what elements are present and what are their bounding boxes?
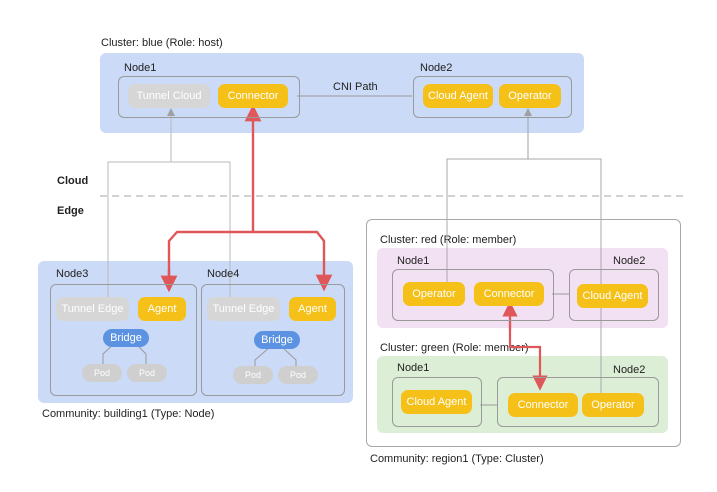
green-node1-box — [392, 377, 482, 427]
cloud-agent-chip-red[interactable]: Cloud Agent — [577, 284, 648, 308]
edge-section-label: Edge — [57, 205, 84, 217]
red-node1-label: Node1 — [397, 255, 430, 267]
tunnel-edge-chip-node3[interactable]: Tunnel Edge — [56, 297, 129, 321]
cni-path-label: CNI Path — [333, 81, 378, 93]
bridge-chip-node3[interactable]: Bridge — [103, 329, 149, 347]
cloud-agent-chip-blue[interactable]: Cloud Agent — [423, 84, 493, 108]
green-node1-label: Node1 — [397, 362, 430, 374]
blue-node2-label: Node2 — [420, 62, 453, 74]
agent-chip-node3[interactable]: Agent — [138, 297, 186, 321]
red-node2-box — [569, 269, 659, 321]
blue-node1-box — [118, 76, 300, 118]
cluster-green-label: Cluster: green (Role: member) — [380, 342, 529, 354]
connector-chip-blue[interactable]: Connector — [218, 84, 288, 108]
bridge4-pod-left — [254, 346, 271, 368]
cluster-blue-label: Cluster: blue (Role: host) — [101, 37, 223, 49]
community-region1-label: Community: region1 (Type: Cluster) — [370, 453, 544, 465]
operator-chip-blue[interactable]: Operator — [499, 84, 561, 108]
pod-chip-node3-1[interactable]: Pod — [82, 364, 122, 382]
agent-chip-node4[interactable]: Agent — [289, 297, 336, 321]
pod-chip-node4-1[interactable]: Pod — [233, 366, 273, 384]
cloud-agent-chip-green[interactable]: Cloud Agent — [401, 390, 472, 414]
connector-chip-green[interactable]: Connector — [508, 393, 578, 417]
cloud-section-label: Cloud — [57, 175, 89, 187]
red-node2-label: Node2 — [613, 255, 646, 267]
node3-box — [50, 284, 197, 396]
link-red-operator-blue-operator — [446, 158, 602, 398]
red-path-cluster — [508, 318, 548, 391]
bridge4-pod-right — [281, 346, 297, 368]
red-node1-box — [392, 269, 554, 321]
blue-node1-label: Node1 — [124, 62, 157, 74]
red-path-trunk — [167, 230, 333, 292]
bridge-chip-node4[interactable]: Bridge — [254, 331, 300, 349]
node3-label: Node3 — [56, 268, 89, 280]
pod-chip-node3-2[interactable]: Pod — [127, 364, 167, 382]
cluster-red-label: Cluster: red (Role: member) — [380, 234, 517, 246]
green-node2-box — [497, 377, 659, 427]
connector-chip-red[interactable]: Connector — [474, 282, 544, 306]
pod-chip-node4-2[interactable]: Pod — [278, 366, 318, 384]
operator-chip-red[interactable]: Operator — [403, 282, 465, 306]
node4-box — [201, 284, 345, 396]
green-node2-label: Node2 — [613, 364, 646, 376]
node4-label: Node4 — [207, 268, 240, 280]
community-region1-box — [366, 219, 681, 447]
community-building1-label: Community: building1 (Type: Node) — [42, 408, 215, 420]
operator-chip-green[interactable]: Operator — [582, 393, 644, 417]
blue-node2-box — [413, 76, 572, 118]
tunnel-edge-chip-node4[interactable]: Tunnel Edge — [207, 297, 280, 321]
tunnel-cloud-chip[interactable]: Tunnel Cloud — [128, 84, 210, 108]
